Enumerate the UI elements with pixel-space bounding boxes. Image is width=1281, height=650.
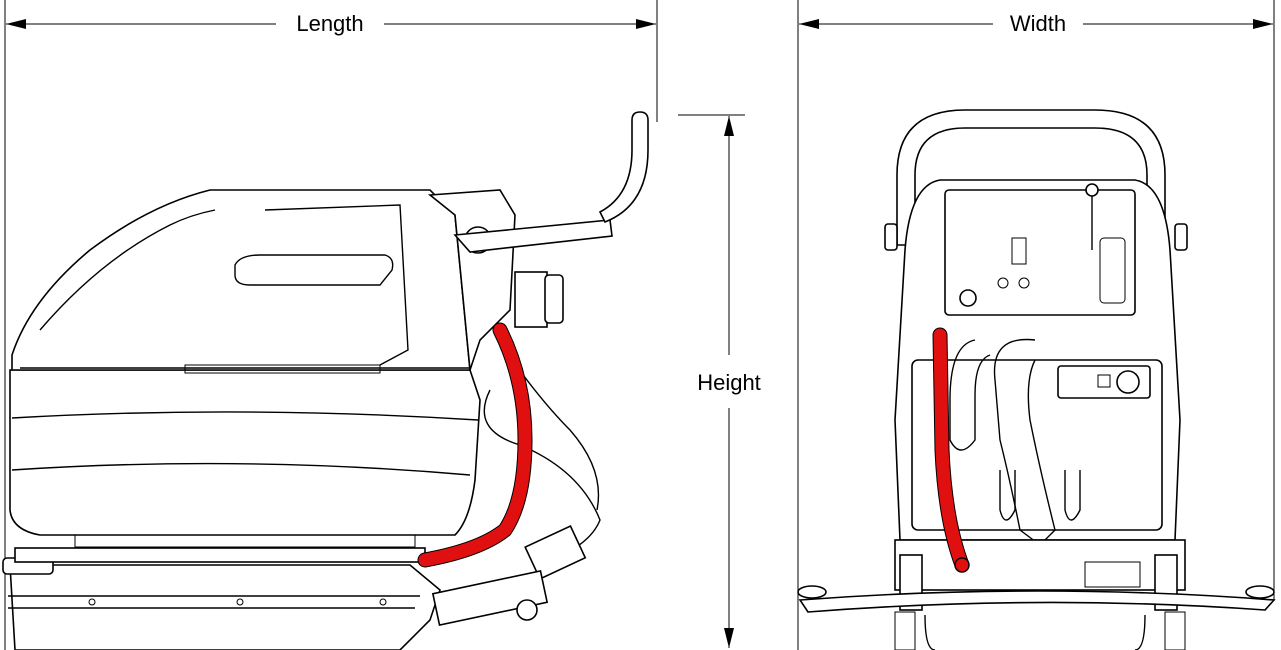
rear-key-switch [959,289,977,307]
side-caster-wheel [516,599,538,621]
side-solution-hose [418,323,532,567]
height-dimension: Height [678,114,761,648]
side-recovery-tank [9,369,481,536]
side-handle-grip [598,111,649,224]
length-dimension: Length [4,0,658,650]
rear-hose-fitting [954,557,970,573]
rear-view [797,109,1276,650]
side-view [2,111,649,650]
side-squeegee-assembly [431,569,549,627]
side-lid-handle [234,254,394,286]
width-dimension: Width [797,0,1275,650]
rear-power-button [1116,370,1140,394]
rear-squeegee-blade [798,590,1276,613]
width-label: Width [1010,11,1066,36]
rear-solution-hose [933,328,969,572]
side-squeegee-knob [544,274,564,324]
side-tank-lid [11,189,471,371]
side-hose-coupler [524,524,587,580]
rear-base [894,539,1186,591]
height-label: Height [697,370,761,395]
rear-handle-loop [896,109,1166,246]
side-handle-bar [453,219,613,253]
length-label: Length [296,11,363,36]
rear-control-panel [944,189,1136,316]
